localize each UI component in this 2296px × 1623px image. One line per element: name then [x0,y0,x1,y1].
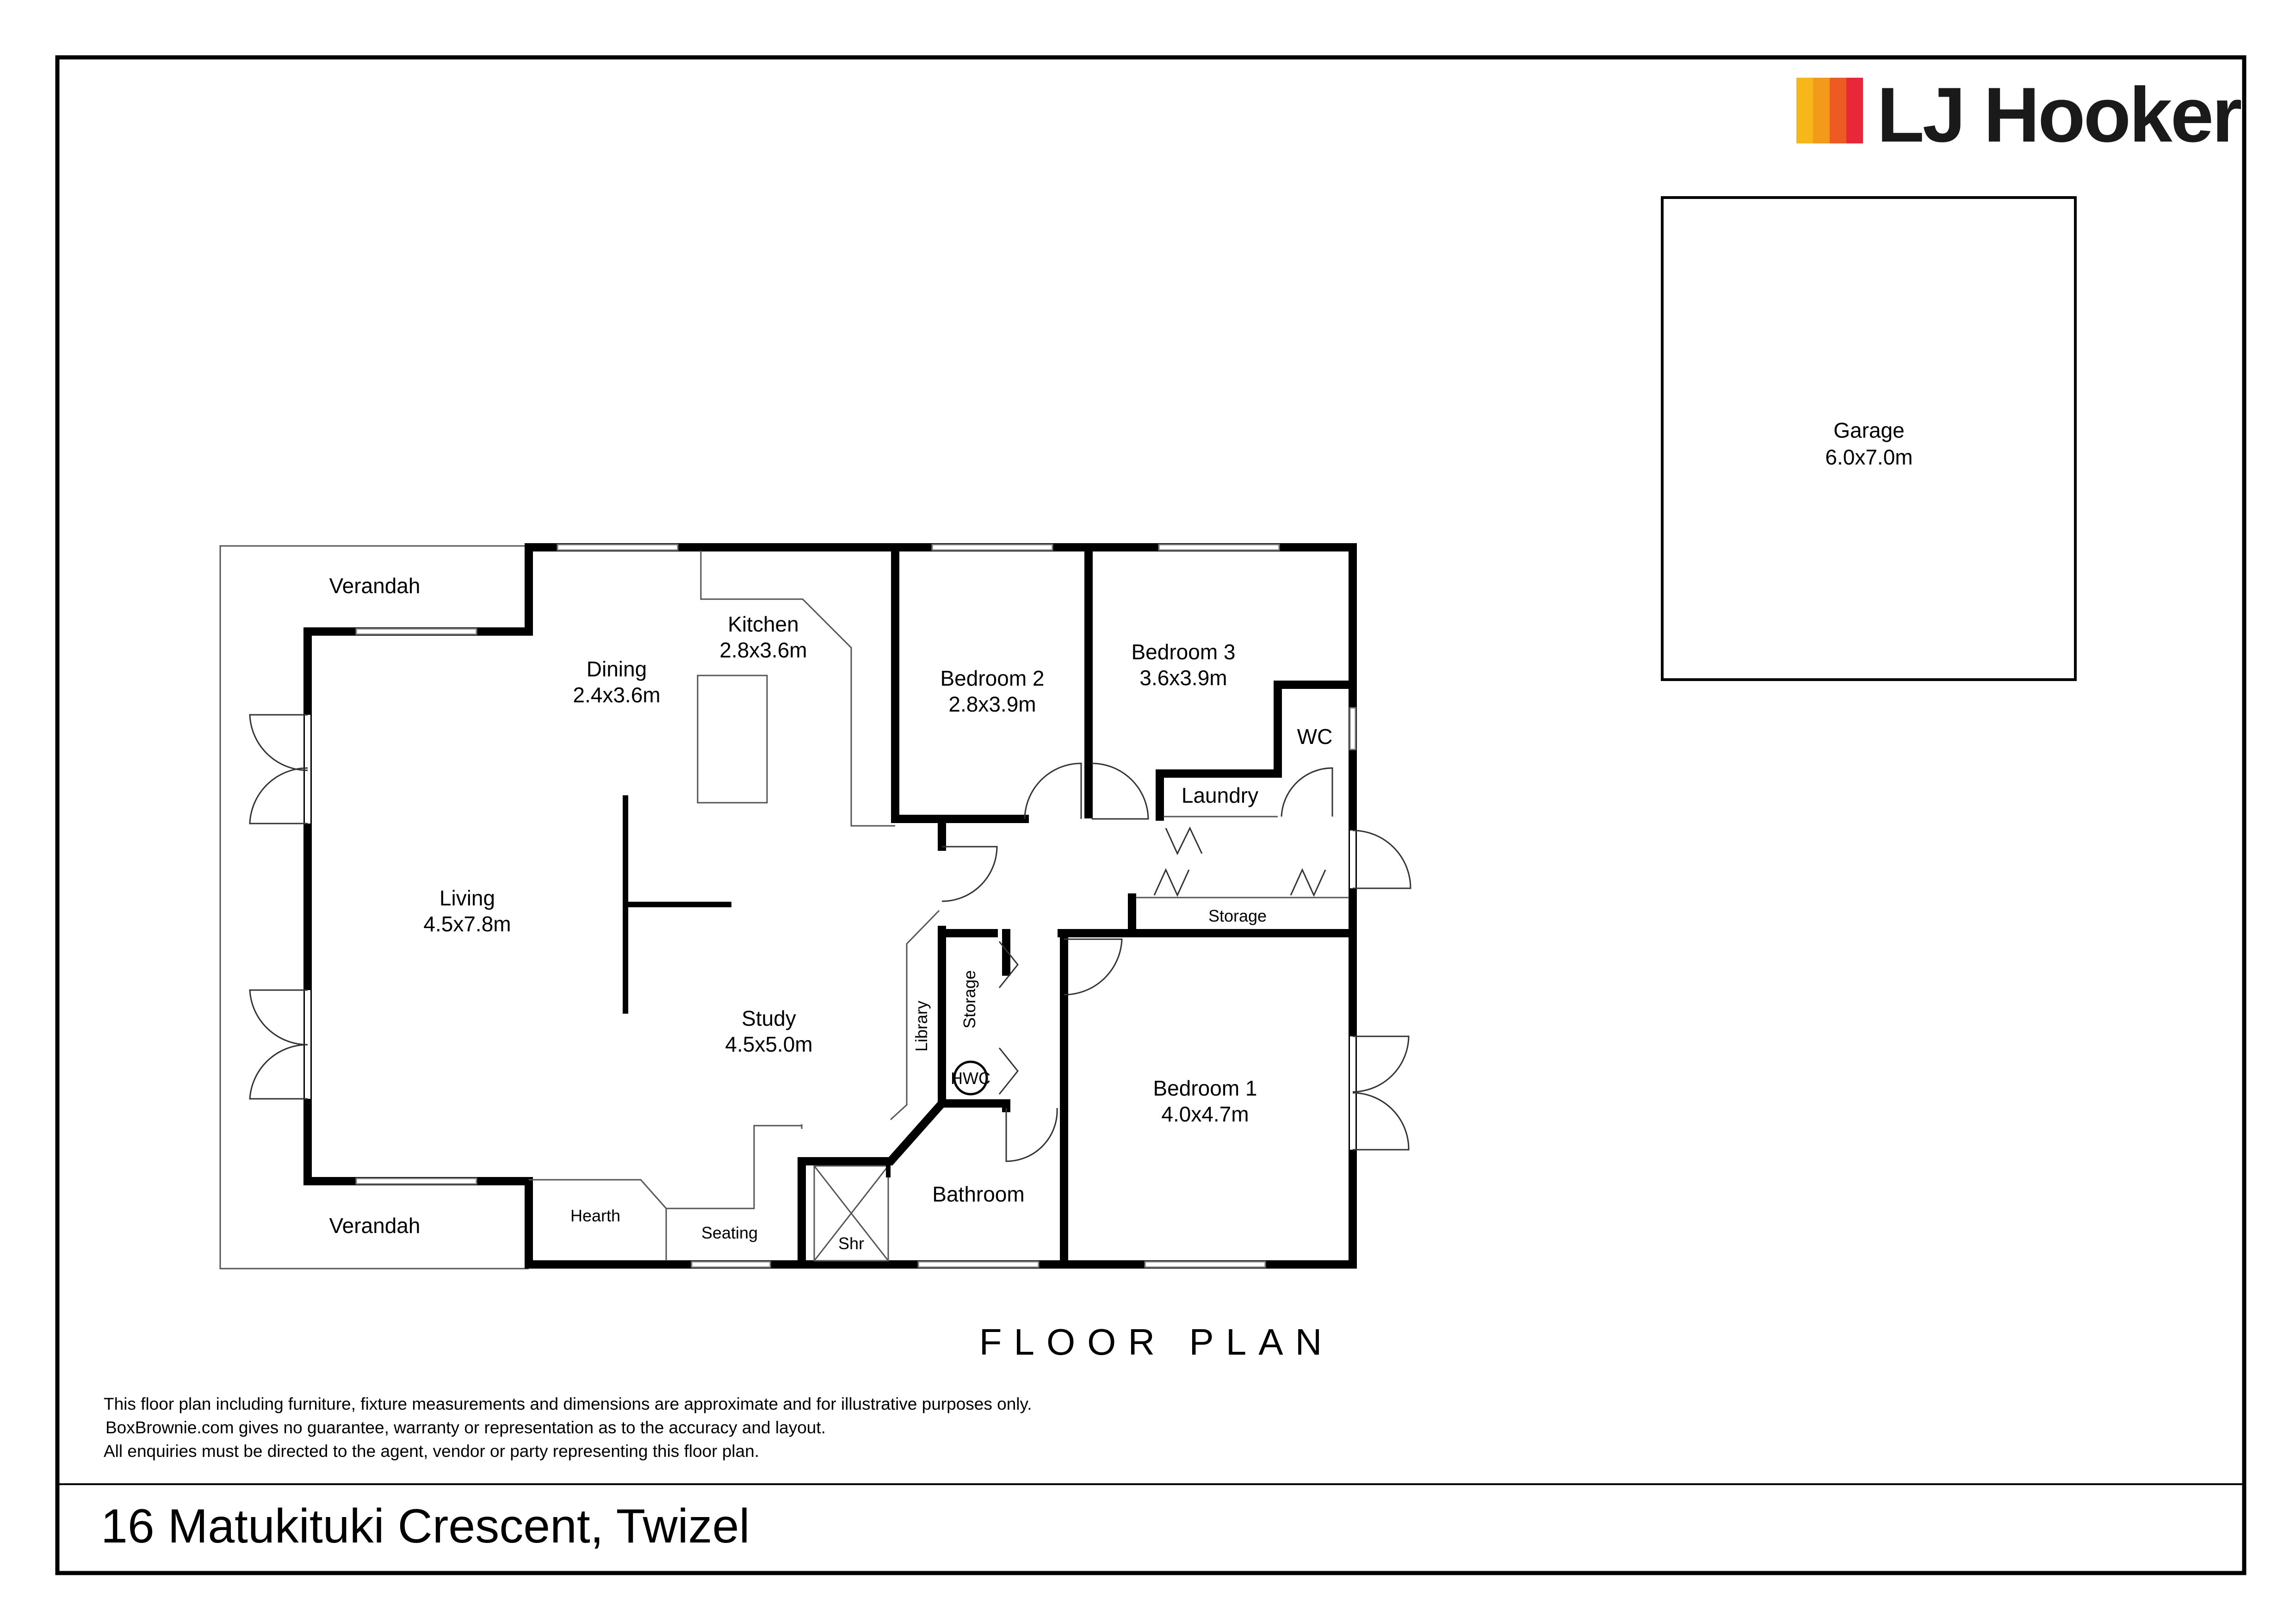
garage-name: Garage [1833,418,1904,442]
brand-name: LJ Hooker [1877,71,2241,158]
garage-size: 6.0x7.0m [1825,445,1912,469]
logo-bar-3 [1830,78,1846,143]
floor-plan-title: FLOOR PLAN [979,1321,1334,1363]
window [931,544,1053,551]
kitchen-island [697,675,768,804]
room-name-seating: Seating [701,1223,758,1242]
disclaimer-line-3: All enquiries must be directed to the ag… [104,1442,759,1461]
room-size-bedroom-3: 3.6x3.9m [1139,666,1227,690]
room-size-dining: 2.4x3.6m [573,683,660,707]
logo-bar-4 [1846,78,1863,143]
window [557,544,679,551]
room-name-dining: Dining [587,657,647,681]
room-name-living: Living [439,886,495,910]
room-name-hearth: Hearth [570,1206,620,1225]
room-name-study: Study [742,1006,796,1030]
room-name-wc: WC [1297,725,1333,749]
room-name-verandah-bottom: Verandah [329,1214,421,1238]
doors [249,714,1411,1162]
room-name-shower: Shr [838,1234,864,1253]
room-name-kitchen: Kitchen [728,612,798,636]
room-size-study: 4.5x5.0m [725,1032,812,1056]
room-name-laundry: Laundry [1182,783,1258,807]
garage-outline: Garage 6.0x7.0m [1661,196,2077,681]
room-name-bedroom-1: Bedroom 1 [1153,1076,1257,1100]
lj-hooker-logo: LJ Hooker [1796,71,2243,158]
outer-frame [55,55,2246,1575]
shower-tray [813,1165,889,1262]
windows [355,544,1356,1268]
disclaimer-line-2: BoxBrownie.com gives no guarantee, warra… [105,1418,826,1437]
window [1144,1261,1266,1268]
window [1349,707,1356,750]
room-size-bedroom-2: 2.8x3.9m [948,692,1036,716]
room-name-bedroom-3: Bedroom 3 [1131,640,1235,664]
room-name-verandah-top: Verandah [329,574,421,598]
window [691,1261,771,1268]
room-size-kitchen: 2.8x3.6m [719,638,807,662]
room-size-living: 4.5x7.8m [423,912,511,936]
room-name-storage-vertical: Storage [960,970,979,1028]
logo-bar-1 [1796,78,1813,143]
property-address: 16 Matukituki Crescent, Twizel [101,1499,750,1553]
logo-bar-2 [1813,78,1830,143]
window [917,1261,1040,1268]
room-name-bathroom: Bathroom [932,1182,1024,1206]
interior-fixtures [529,551,1349,1262]
window [1158,544,1280,551]
room-size-bedroom-1: 4.0x4.7m [1161,1102,1249,1126]
room-labels: Verandah Dining 2.4x3.6m Kitchen 2.8x3.6… [329,574,1333,1253]
room-name-bedroom-2: Bedroom 2 [940,666,1044,690]
disclaimer: This floor plan including furniture, fix… [104,1394,1032,1461]
disclaimer-line-1: This floor plan including furniture, fix… [104,1394,1032,1413]
room-name-hwc: HWC [951,1069,990,1088]
window [355,1177,477,1185]
hwc-tank [953,1060,988,1096]
window [355,628,477,635]
room-name-storage-hall: Storage [1208,906,1267,925]
room-name-library: Library [912,1001,931,1052]
